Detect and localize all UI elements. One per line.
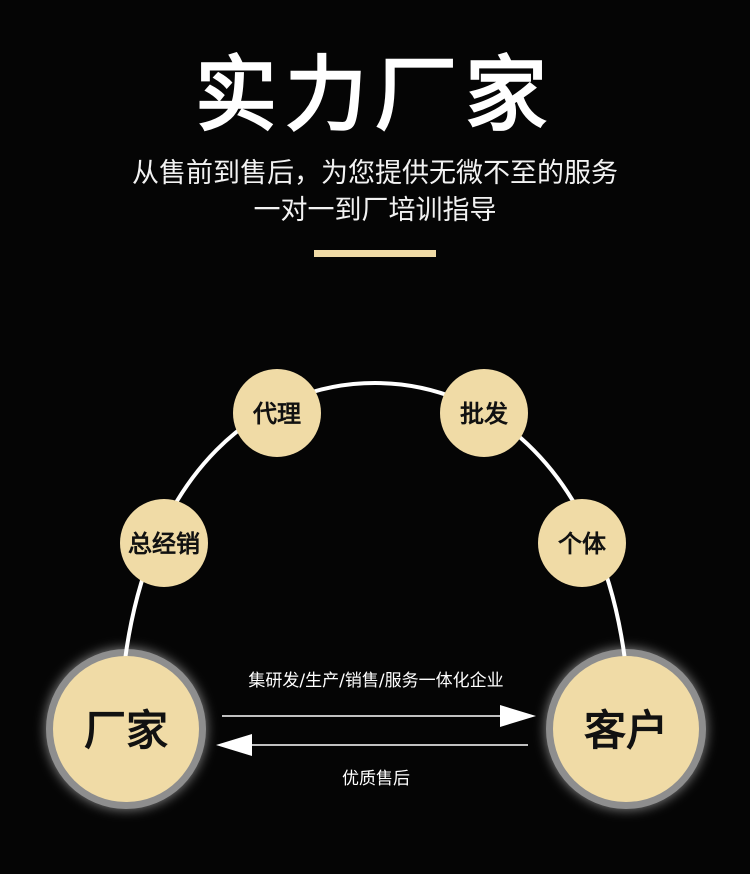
- forward-arrow-head: [500, 705, 536, 727]
- node-individual-label: 个体: [558, 530, 607, 558]
- backward-arrow-head: [216, 734, 252, 756]
- node-distributor: 总经销: [120, 499, 208, 587]
- backward-flow-label: 优质售后: [342, 769, 410, 789]
- page-title: 实力厂家: [194, 48, 555, 143]
- node-manufacturer: 厂家: [46, 649, 206, 809]
- node-agent: 代理: [233, 369, 321, 457]
- node-customer: 客户: [546, 649, 706, 809]
- node-distributor-label: 总经销: [128, 530, 200, 558]
- subtitle-line-1: 从售前到售后，为您提供无微不至的服务: [132, 158, 618, 189]
- subtitle-line-2: 一对一到厂培训指导: [253, 195, 497, 226]
- node-agent-label: 代理: [252, 400, 301, 428]
- node-wholesale: 批发: [440, 369, 528, 457]
- forward-flow-label: 集研发/生产/销售/服务一体化企业: [248, 671, 503, 691]
- node-wholesale-label: 批发: [460, 400, 508, 428]
- node-customer-label: 客户: [584, 706, 668, 755]
- node-manufacturer-label: 厂家: [84, 706, 168, 755]
- node-individual: 个体: [538, 499, 626, 587]
- accent-divider: [314, 250, 436, 257]
